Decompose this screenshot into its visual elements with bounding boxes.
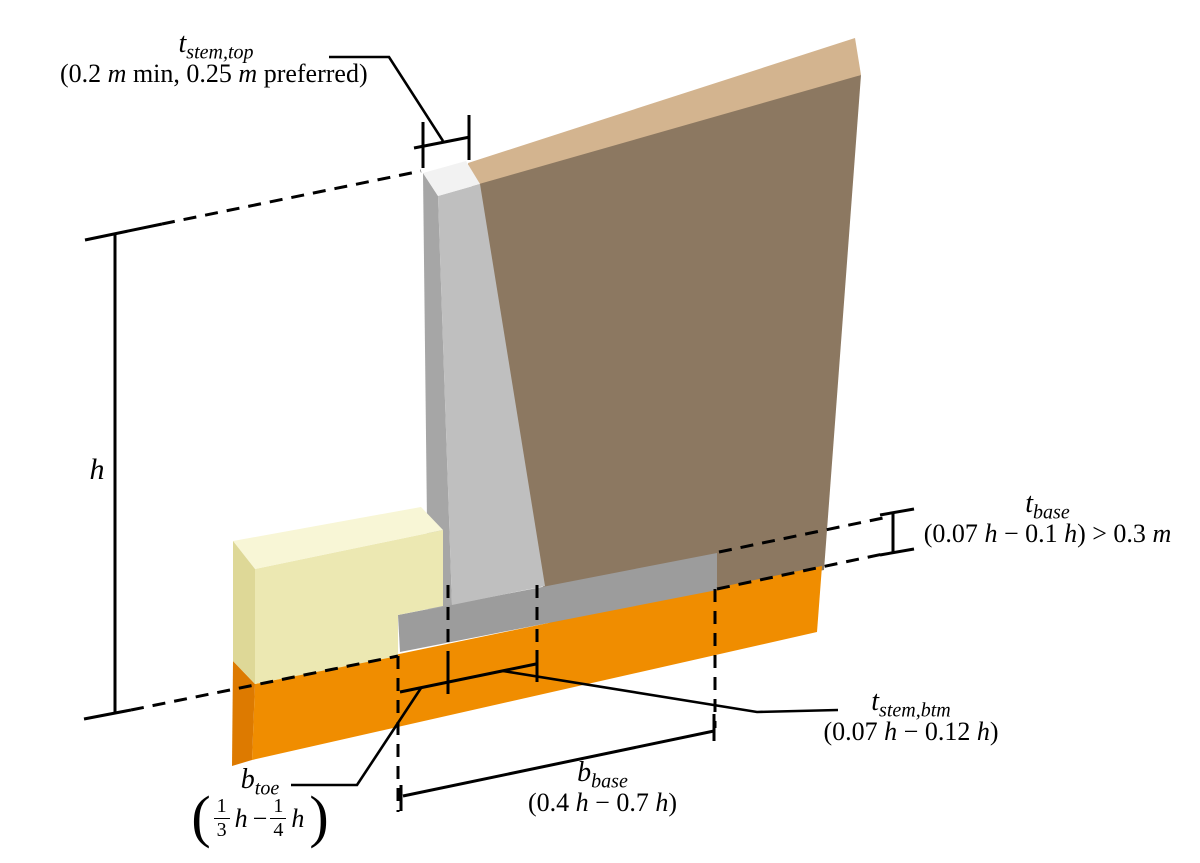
toe-soil-top-face bbox=[233, 507, 443, 569]
label-t-base: tbase (0.07 h − 0.1 h) > 0.3 m bbox=[920, 488, 1175, 548]
b-base-note: (0.4 h − 0.7 h) bbox=[527, 788, 677, 818]
toe-soil-left-face bbox=[233, 541, 255, 684]
h-dim-top-tick bbox=[84, 222, 163, 242]
label-t-stem-btm: tstem,btm (0.07 h − 0.12 h) bbox=[806, 686, 1016, 746]
t-stem-btm-note: (0.07 h − 0.12 h) bbox=[823, 717, 999, 747]
b-base-symbol: bbase bbox=[577, 757, 628, 793]
label-h: h bbox=[80, 453, 114, 487]
h-symbol: h bbox=[89, 453, 105, 486]
h-variable: h bbox=[291, 803, 305, 833]
t-stem-top-symbol: tstem,top bbox=[178, 28, 254, 64]
b-toe-leader bbox=[291, 687, 423, 787]
minus-sign: − bbox=[252, 803, 268, 833]
label-t-stem-top: tstem,top (0.2 m min, 0.25 m preferred) bbox=[60, 28, 368, 89]
toe-stem-dim-line bbox=[399, 662, 537, 694]
stem-top-face bbox=[423, 161, 480, 196]
toe-soil-front-face bbox=[255, 530, 443, 684]
t-base-bottom-dashed bbox=[716, 552, 884, 591]
stem-left-face bbox=[423, 173, 452, 610]
stem-front-face bbox=[438, 184, 545, 605]
label-b-base: bbase (0.4 h − 0.7 h) bbox=[510, 757, 695, 817]
t-base-top-dashed bbox=[718, 516, 884, 554]
label-b-toe: btoe bbox=[195, 764, 325, 800]
h-variable: h bbox=[234, 803, 248, 833]
b-base-dim-line bbox=[402, 729, 715, 798]
t-base-symbol: tbase bbox=[1025, 488, 1070, 524]
t-stem-btm-symbol: tstem,btm bbox=[871, 686, 951, 722]
t-base-bottom-tick bbox=[879, 547, 915, 557]
b-toe-symbol: btoe bbox=[240, 764, 280, 800]
t-stem-top-connector bbox=[413, 135, 471, 150]
base-slab-front-face bbox=[398, 553, 717, 652]
t-base-top-tick bbox=[879, 507, 915, 517]
retained-soil-top-face bbox=[468, 38, 861, 186]
t-stem-btm-leader bbox=[502, 669, 839, 714]
h-projection-bottom-dashed bbox=[130, 654, 399, 712]
retained-soil-front-face bbox=[468, 75, 861, 627]
t-base-note: (0.07 h − 0.1 h) > 0.3 m bbox=[923, 519, 1172, 549]
t-stem-top-note: (0.2 m min, 0.25 m preferred) bbox=[60, 59, 368, 89]
h-dim-bottom-tick bbox=[83, 708, 132, 721]
h-projection-top-dashed bbox=[161, 169, 422, 226]
t-stem-top-leader bbox=[329, 55, 445, 142]
